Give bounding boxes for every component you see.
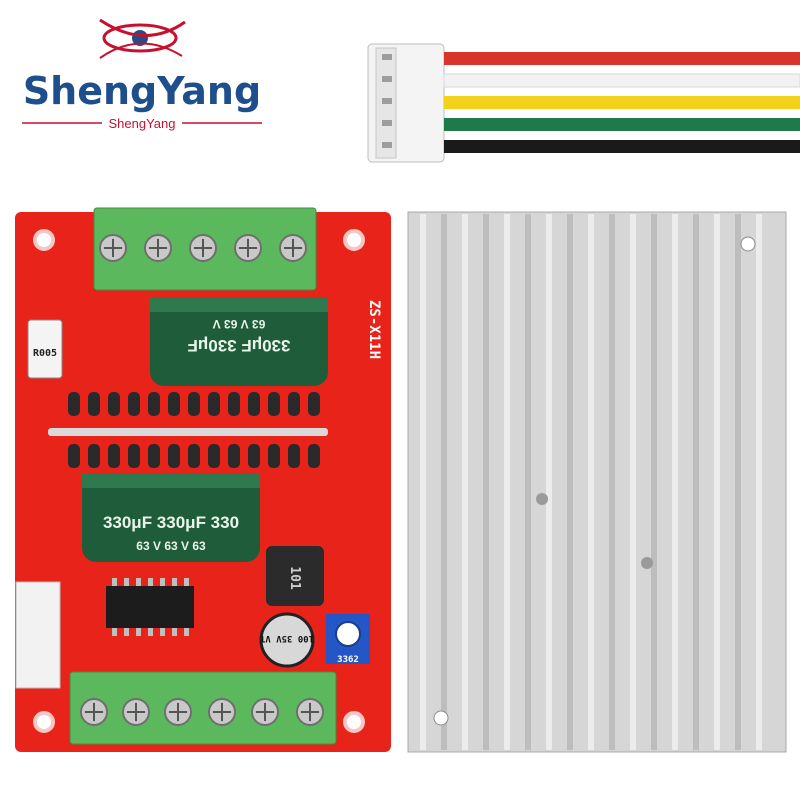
wire-red (444, 52, 800, 65)
ic-chip (106, 586, 194, 628)
mosfet (168, 444, 180, 468)
mosfet (228, 444, 240, 468)
small-capacitor: 100 35V VT (259, 612, 315, 668)
mosfet (208, 444, 220, 468)
mosfet (108, 444, 120, 468)
heatsink-fin (735, 214, 741, 750)
mosfet (88, 444, 100, 468)
heatsink-fin (483, 214, 489, 750)
brand-title: ShengYang (23, 69, 261, 113)
mosfet (188, 444, 200, 468)
heatsink (407, 211, 787, 753)
mosfet (108, 392, 120, 416)
wire-yellow (444, 96, 800, 109)
mosfet (228, 392, 240, 416)
board-model-label: ZS-X11H (366, 300, 382, 359)
heatsink-fin (420, 214, 426, 750)
mosfet (128, 444, 140, 468)
mosfet (128, 392, 140, 416)
mosfet (88, 392, 100, 416)
mosfet (248, 392, 260, 416)
svg-text:101: 101 (287, 566, 302, 590)
side-connector (15, 581, 61, 689)
mosfet (248, 444, 260, 468)
heatsink-fin (567, 214, 573, 750)
mosfet (308, 392, 320, 416)
mosfet (288, 392, 300, 416)
eye-logo-icon (102, 23, 178, 53)
wire-green (444, 118, 800, 131)
mosfet (68, 444, 80, 468)
capacitor-top-rating: 63 V 63 V (213, 317, 266, 331)
capacitor-bottom-rating: 63 V 63 V 63 (136, 539, 206, 553)
heatsink-fin (462, 214, 468, 750)
terminal-block-bottom (69, 671, 337, 745)
mosfet (268, 392, 280, 416)
brand-logo: ShengYang ShengYang (22, 18, 262, 131)
capacitor-top: 330μF 330μF 63 V 63 V (150, 298, 328, 386)
svg-text:100 35V VT: 100 35V VT (259, 633, 314, 643)
mosfet (168, 392, 180, 416)
heatsink-fin (504, 214, 510, 750)
heatsink-fin (441, 214, 447, 750)
mosfet (188, 392, 200, 416)
trimpot: 3362 (326, 614, 370, 665)
mosfet (308, 444, 320, 468)
svg-text:3362: 3362 (337, 655, 359, 665)
heatsink-fin (756, 214, 762, 750)
terminal-block-top (93, 207, 317, 291)
heatsink-fin (546, 214, 552, 750)
mosfet (68, 392, 80, 416)
mosfet (268, 444, 280, 468)
heatsink-fin (525, 214, 531, 750)
capacitor-bottom: 330μF 330μF 330 63 V 63 V 63 (82, 474, 260, 562)
resistor-label: R005 (33, 348, 57, 359)
wire-white (443, 73, 800, 88)
capacitor-top-value: 330μF 330μF (187, 336, 290, 355)
heatsink-fin (693, 214, 699, 750)
heatsink-fin (651, 214, 657, 750)
heatsink-fin (630, 214, 636, 750)
pcb-board: R005 330μF 330μF 63 V 63 V ZS-X11H 330μF… (15, 207, 391, 752)
mosfet (208, 392, 220, 416)
heatsink-fin (609, 214, 615, 750)
brand-subtitle: ShengYang (109, 116, 176, 131)
inductor: 101 (266, 546, 324, 606)
heatsink-fin (588, 214, 594, 750)
connector-cable (367, 43, 800, 163)
wire-black (444, 140, 800, 153)
heatsink-fin (714, 214, 720, 750)
capacitor-bottom-value: 330μF 330μF 330 (103, 513, 239, 532)
mosfet (148, 392, 160, 416)
mosfet (288, 444, 300, 468)
mosfet (148, 444, 160, 468)
heatsink-fin (672, 214, 678, 750)
